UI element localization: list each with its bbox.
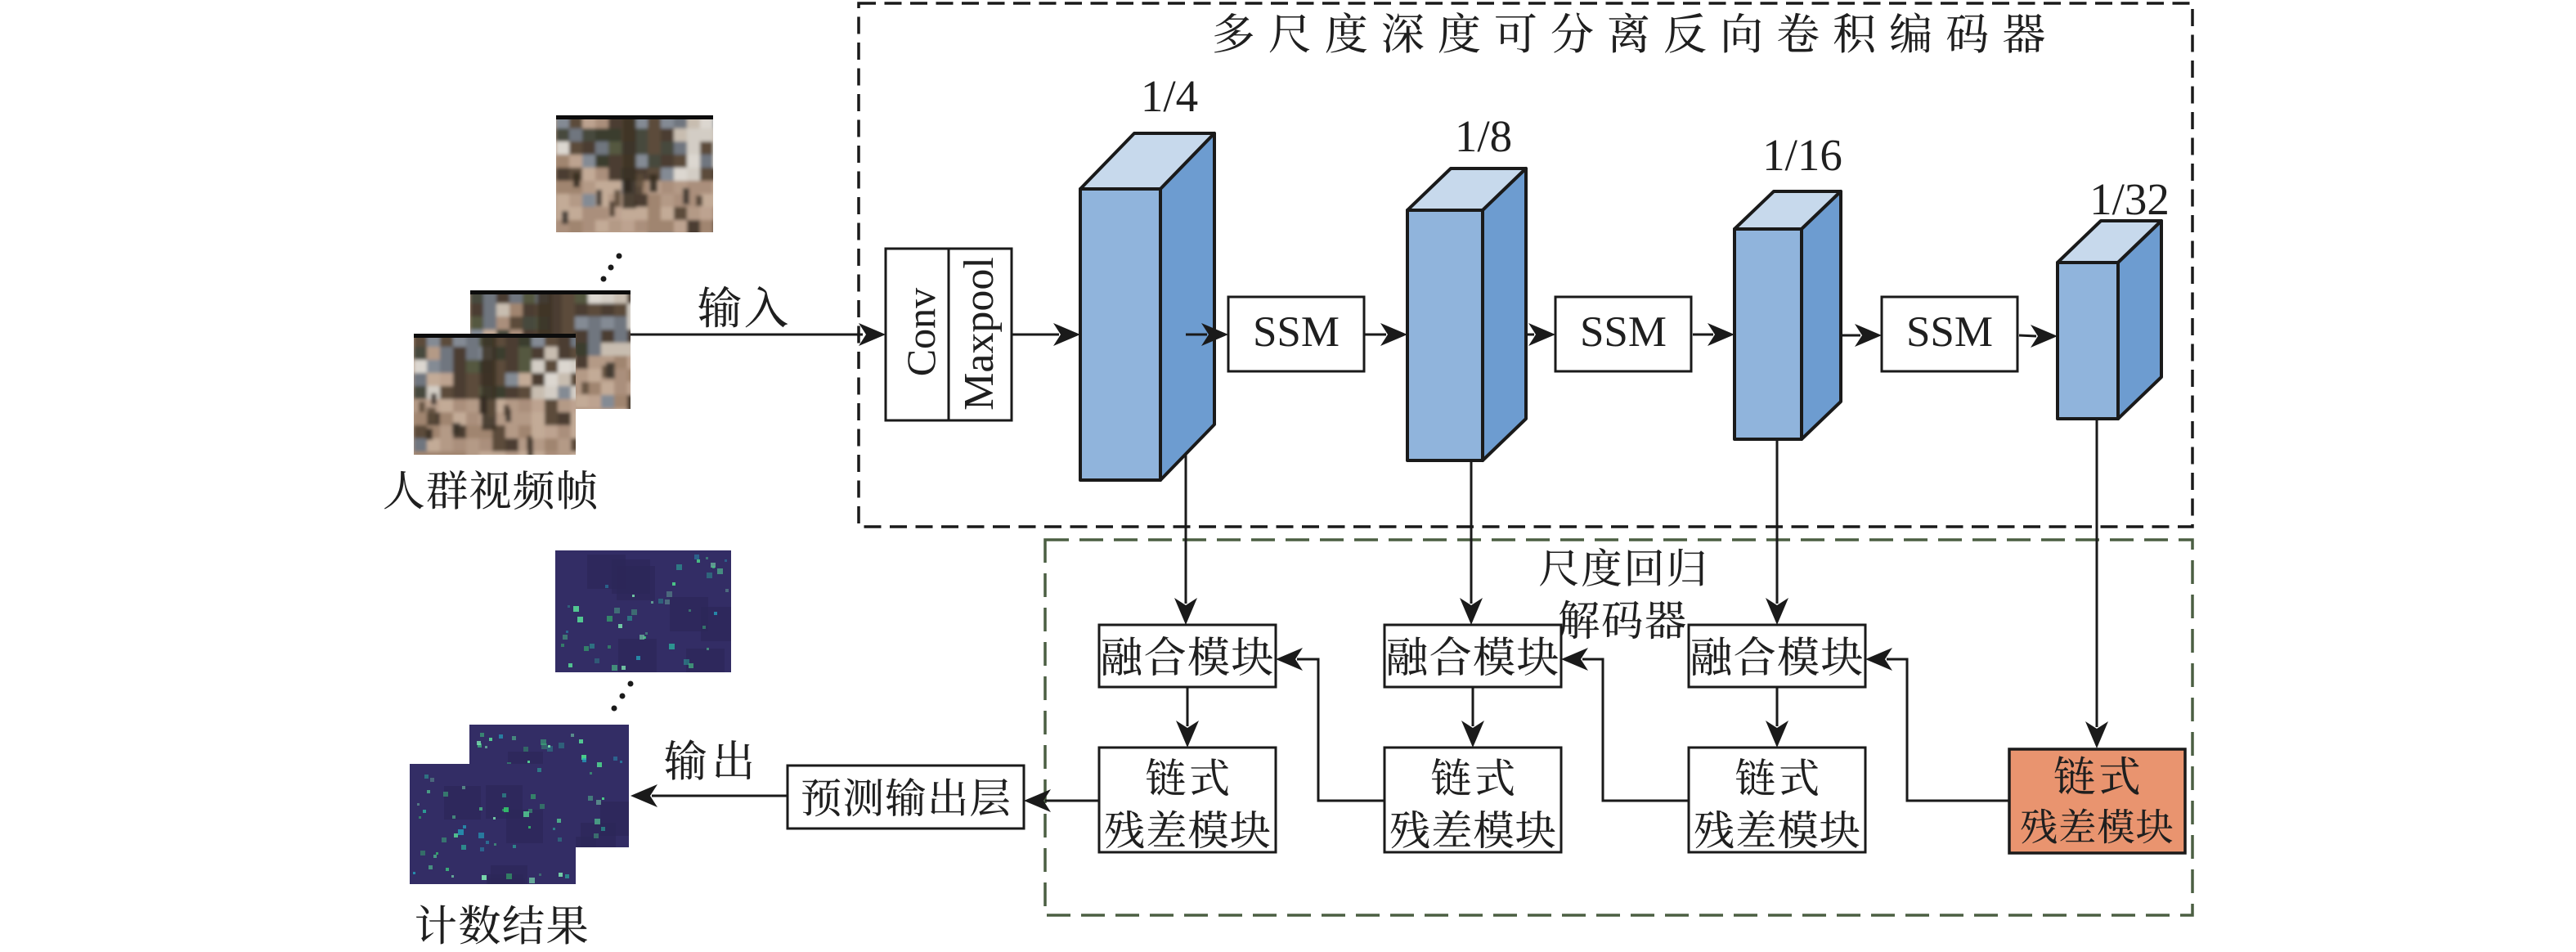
svg-text:SSM: SSM [1253, 308, 1340, 356]
svg-text:SSM: SSM [1580, 308, 1667, 356]
svg-text:SSM: SSM [1906, 308, 1993, 356]
svg-text:1/8: 1/8 [1455, 111, 1512, 161]
svg-text:1/32: 1/32 [2089, 174, 2170, 224]
svg-text:1/4: 1/4 [1141, 71, 1198, 121]
svg-text:Conv: Conv [898, 288, 944, 376]
svg-text:1/16: 1/16 [1762, 130, 1842, 180]
svg-text:Maxpool: Maxpool [956, 257, 1003, 411]
